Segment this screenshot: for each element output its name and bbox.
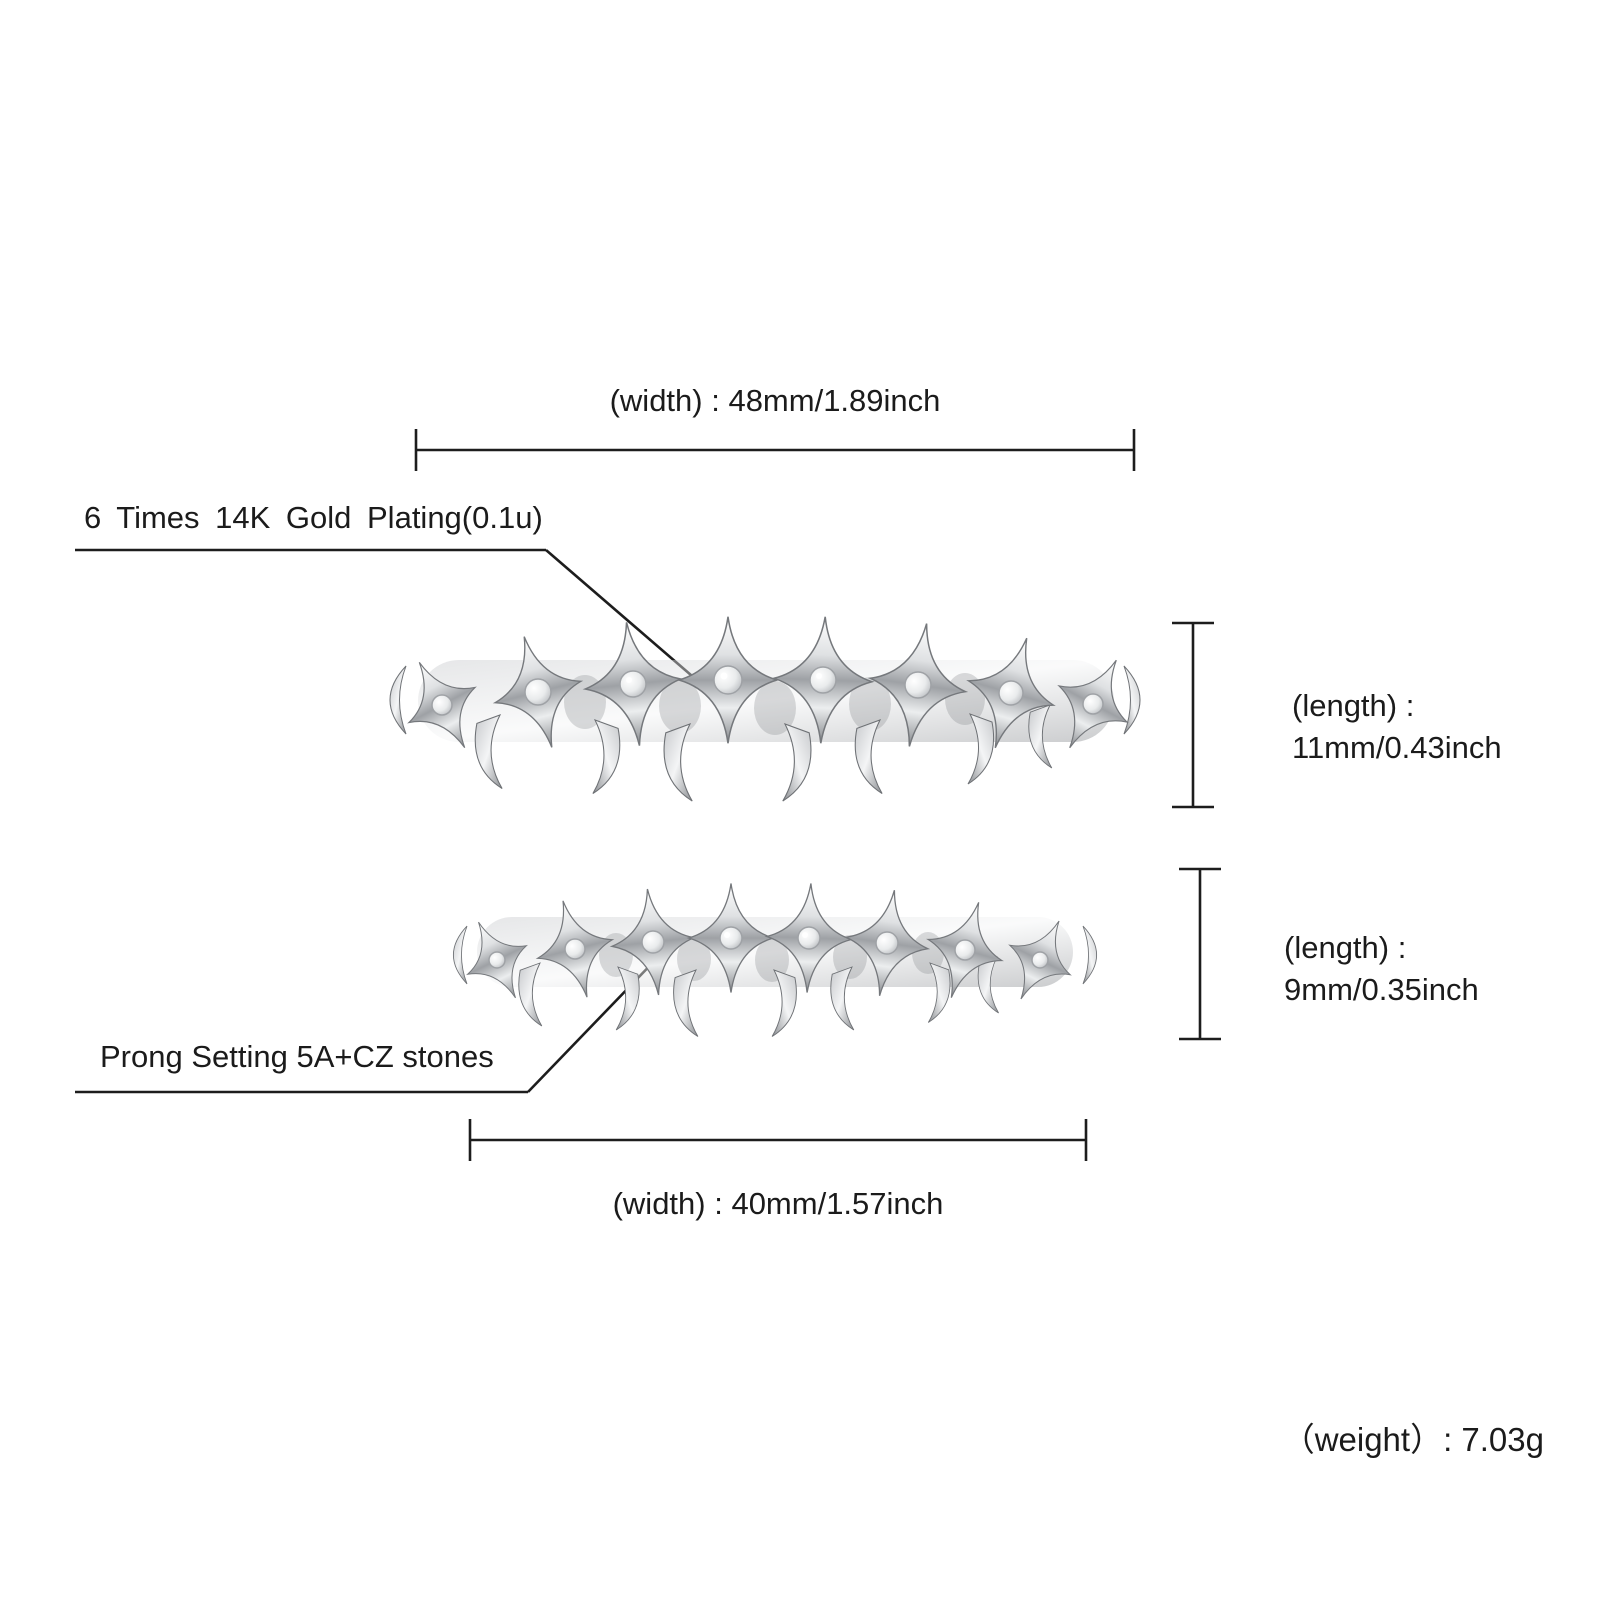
top-width-dimension-label: (width) : 48mm/1.89inch [609, 383, 941, 418]
gold-plating-annotation-label: 6 Times 14K Gold Plating(0.1u) [84, 500, 543, 535]
weight-label: （weight）: 7.03g [1281, 1421, 1544, 1458]
top-length-label-line1: (length) : [1292, 688, 1415, 723]
prong-setting-annotation-label: Prong Setting 5A+CZ stones [100, 1039, 494, 1074]
top-grill-image [385, 614, 1151, 802]
top-grill-cz-stones [431, 665, 1104, 716]
bottom-length-label-line1: (length) : [1284, 930, 1407, 965]
bottom-length-label-line2: 9mm/0.35inch [1284, 972, 1479, 1007]
bottom-width-dimension-label: (width) : 40mm/1.57inch [612, 1186, 944, 1221]
bottom-grill-image [448, 881, 1098, 1037]
bottom-grill-stone-highlights [724, 932, 808, 938]
top-length-label-line2: 11mm/0.43inch [1292, 730, 1502, 765]
bottom-grill-shadows [599, 932, 944, 982]
dimension-lines [75, 429, 1221, 1161]
top-length-dimension-label: (length) : 11mm/0.43inch [1292, 685, 1502, 769]
bottom-length-dimension-label: (length) : 9mm/0.35inch [1284, 927, 1479, 1011]
top-grill-stone-highlights [626, 672, 822, 683]
